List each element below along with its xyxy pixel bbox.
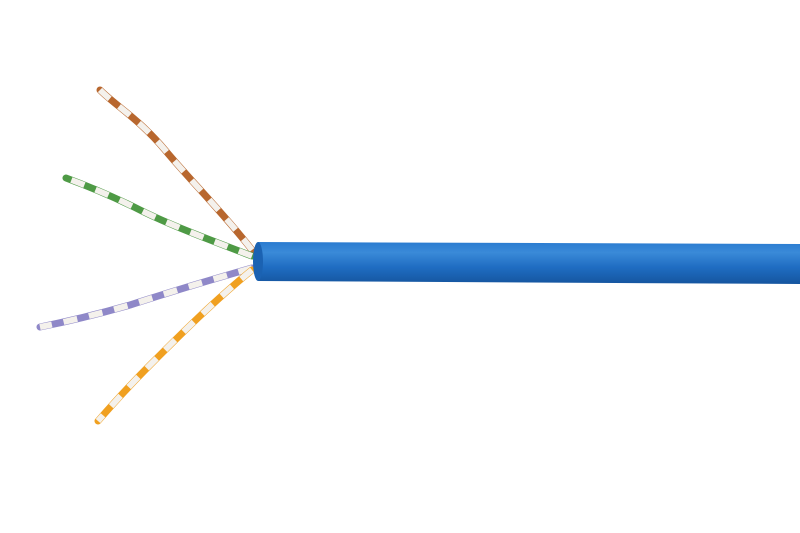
cable-jacket bbox=[255, 242, 800, 284]
brown-white-wire bbox=[97, 87, 255, 252]
cable-jacket-end bbox=[253, 242, 263, 281]
blue-white-wire bbox=[39, 265, 253, 330]
green-white-wire bbox=[64, 175, 254, 259]
orange-white-wire bbox=[95, 267, 254, 423]
